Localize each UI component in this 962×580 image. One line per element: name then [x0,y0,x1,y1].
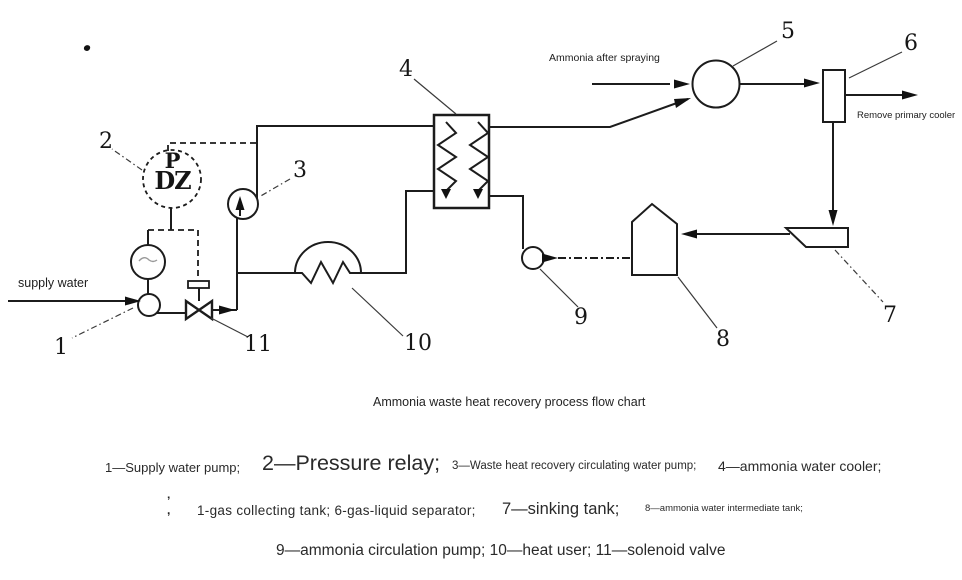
legend-item-1: 1—Supply water pump; [105,460,241,475]
solenoid-valve-symbol [184,298,214,322]
relay-sense-line [167,142,257,151]
flow-arrows [125,78,918,315]
cooler-coil-right [468,121,490,192]
heat-user-baseline [292,259,362,286]
part-number-10: 10 [404,331,432,356]
arrow-into-mixer-h [674,79,690,89]
legend-item-8: 8—ammonia water intermediate tank; [645,503,803,514]
leader-lines [71,40,903,339]
part-number-1: 1 [54,335,68,360]
arrow-into-mixer-diag [674,98,691,108]
part-number-2: 2 [99,129,113,154]
circulating-pump-arrow [235,196,245,210]
legend-item-7: 7—sinking tank; [502,500,620,518]
part-number-6: 6 [904,31,918,56]
arrow-down-to-tray [828,210,838,226]
supply-water-label: supply water [18,276,89,290]
gas-liquid-separator-body [822,69,846,123]
part-number-9: 9 [574,305,588,330]
sinking-tank-symbol [783,227,849,248]
gas-collecting-tank-symbol [691,59,741,109]
gauge-dial [138,257,158,263]
legend-item-4: 4—ammonia water cooler; [718,458,882,474]
riser-upper-top-pipe [256,125,434,198]
arrow-into-separator [804,78,820,88]
valve-actuator [187,280,210,289]
intermediate-tank-symbol [631,202,678,276]
arrow-pump9-out [542,253,558,263]
legend-item-2: 2—Pressure relay; [262,451,441,475]
legend-damaged-5-glyph: ’ , [167,494,171,517]
arrow-into-tank8 [681,229,697,239]
ammonia-after-spraying-label: Ammonia after spraying [549,52,660,64]
arrow-separator-out [902,90,918,100]
arrow-after-valve [219,305,235,315]
relay-stems [147,208,172,294]
supply-water-pump-symbol [137,293,161,317]
legend-line-3: 9—ammonia circulation pump; 10—heat user… [276,542,726,559]
relay-text-dz: DZ [154,166,191,195]
cooler-coil-left [436,121,458,192]
heat-user-dome [294,241,362,274]
part-number-8: 8 [716,327,730,352]
legend-item-5-6: 1-gas collecting tank; 6-gas-liquid sepa… [197,503,476,518]
circulating-pump-symbol [227,188,259,220]
heat-user-return-pipe [362,190,434,274]
part-number-11: 11 [244,332,272,357]
part-number-7: 7 [883,303,897,328]
legend-item-3: 3—Waste heat recovery circulating water … [452,460,697,472]
arrow-into-pump1 [125,296,141,306]
cooler-to-mixer-pipe [489,98,689,128]
pressure-relay-text: P DZ [144,148,201,195]
relay-text-p: P [164,148,181,173]
remove-primary-cooler-label: Remove primary cooler [857,110,956,121]
ammonia-pump-symbol [521,246,545,270]
gauge-symbol [130,244,166,280]
control-lines [148,142,257,280]
part-number-3: 3 [293,158,307,183]
part-number-4: 4 [399,57,413,82]
part-number-5: 5 [781,19,795,44]
figure-caption: Ammonia waste heat recovery process flow… [373,395,646,409]
cooler-to-pump9-pipe [489,195,524,249]
pipes [8,83,904,314]
pressure-relay-symbol [142,149,202,209]
